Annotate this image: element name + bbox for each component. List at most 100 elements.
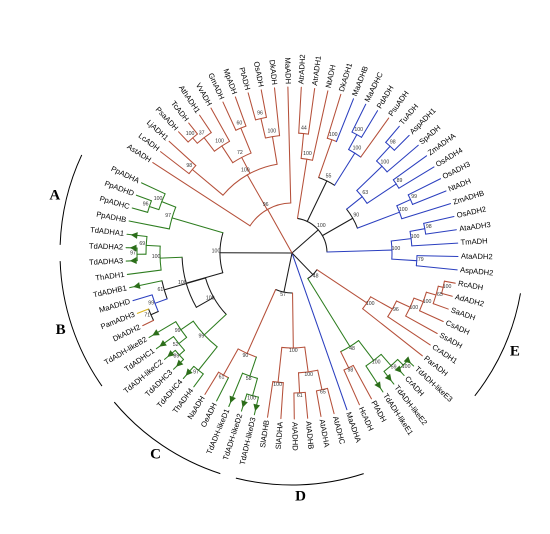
- internal-branch: [395, 300, 411, 308]
- bootstrap-value: 100: [304, 372, 313, 378]
- clade-arc: [474, 293, 521, 397]
- internal-branch: [203, 137, 215, 152]
- bootstrap-value: 79: [418, 257, 424, 263]
- clade-arc: [235, 473, 364, 486]
- leaf-branch: [392, 155, 428, 181]
- bootstrap-value: 100: [289, 348, 298, 354]
- bootstrap-value: 100: [443, 284, 452, 290]
- leaf-branch: [335, 98, 355, 143]
- bootstrap-value: 100: [186, 131, 195, 137]
- internal-branch: [340, 351, 350, 369]
- leaf-branch: [291, 252, 348, 411]
- leaf-branch: [131, 207, 149, 213]
- leaf-label: AtaADH2: [461, 252, 493, 262]
- bootstrap-value: 90: [243, 353, 249, 359]
- leaf-branch: [326, 93, 342, 139]
- node-arc: [298, 132, 309, 135]
- leaf-branch: [326, 387, 335, 415]
- leaf-branch: [443, 280, 456, 284]
- leaf-branch: [386, 144, 419, 173]
- leaf-branch: [441, 292, 453, 297]
- internal-branch: [178, 349, 186, 356]
- bootstrap-value: 100: [353, 146, 362, 152]
- internal-branch: [161, 201, 177, 208]
- internal-branch: [321, 217, 354, 237]
- leaf-branch: [193, 373, 204, 388]
- internal-branch: [304, 346, 309, 373]
- leaf-label: MaADH: [283, 57, 293, 84]
- leaf-label: AtADHA: [318, 419, 332, 449]
- leaf-branch: [352, 364, 372, 400]
- bootstrap-value: 100: [402, 364, 411, 370]
- bootstrap-value: 98: [348, 367, 354, 373]
- leaf-label: TdADHB1: [92, 283, 127, 299]
- triangle-marker-icon: [159, 339, 167, 347]
- bootstrap-value: 100: [303, 151, 312, 157]
- leaf-labels: PpADHAPpADHDPpADHCPpADHBTdADHA1TdADHA2Td…: [89, 54, 494, 466]
- leaf-label: TdADHA2: [89, 241, 123, 251]
- internal-branch: [306, 180, 328, 223]
- internal-branch: [148, 205, 160, 211]
- internal-branch: [277, 346, 283, 383]
- internal-branch: [252, 377, 258, 397]
- bootstrap-value: 100: [247, 396, 256, 402]
- bootstrap-value: 100: [154, 196, 163, 202]
- leaf-branch: [362, 308, 423, 357]
- internal-branch: [425, 291, 437, 296]
- leaf-branch: [280, 382, 284, 420]
- leaf-label: DkADH: [268, 59, 280, 85]
- leaf-branch: [128, 220, 170, 230]
- internal-branch: [221, 145, 234, 164]
- internal-branch: [348, 134, 358, 151]
- triangle-marker-icon: [241, 400, 248, 408]
- leaf-branch: [315, 390, 322, 417]
- leaf-branch: [126, 269, 162, 275]
- bootstrap-value: 99: [198, 334, 204, 340]
- leaf-branch: [234, 96, 247, 127]
- leaf-branch: [141, 182, 166, 195]
- leaf-branch: [168, 140, 197, 167]
- leaf-branch: [152, 162, 251, 227]
- leaf-branch: [204, 371, 220, 395]
- leaf-label: SlADHA: [274, 420, 285, 449]
- bootstrap-value: 100: [273, 382, 282, 388]
- leaf-label: ThADH1: [95, 270, 125, 283]
- internal-branch: [192, 137, 198, 144]
- bootstrap-value: 100: [152, 254, 161, 260]
- leaf-branch: [188, 122, 198, 135]
- leaf-branch: [416, 255, 459, 258]
- leaf-label: AtrADH2: [296, 54, 307, 84]
- internal-branch: [334, 152, 356, 186]
- bootstrap-value: 96: [143, 201, 149, 207]
- bootstrap-value: 89: [173, 354, 179, 360]
- bootstrap-value: 63: [362, 190, 368, 196]
- bootstrap-value: 99: [148, 301, 154, 307]
- triangle-marker-icon: [130, 232, 138, 239]
- bootstrap-value: 100: [381, 159, 390, 165]
- internal-branch: [413, 297, 424, 303]
- triangle-marker-icon: [253, 403, 261, 412]
- clade-arc: [59, 261, 103, 387]
- bootstrap-value: 97: [193, 369, 199, 375]
- triangle-marker-icon: [384, 373, 392, 382]
- node-arc: [205, 277, 227, 315]
- internal-branch: [246, 174, 268, 211]
- leaf-label: RcADH: [457, 279, 484, 292]
- internal-branch: [316, 269, 368, 304]
- bootstrap-value: 100: [392, 246, 401, 252]
- bootstrap-value: 98: [390, 139, 396, 145]
- triangle-marker-icon: [394, 365, 402, 373]
- leaf-label: ZmADHB: [452, 188, 485, 206]
- internal-branch: [241, 156, 251, 174]
- clade-arc: [59, 154, 83, 245]
- bootstrap-value: 100: [267, 129, 276, 135]
- triangle-marker-icon: [167, 350, 175, 358]
- bootstrap-value: 100: [423, 299, 432, 305]
- leaf-label: AtrADH1: [310, 55, 323, 86]
- node-arc: [235, 125, 247, 131]
- clade-arc: [113, 401, 221, 475]
- internal-branch: [163, 277, 207, 291]
- node-arc: [296, 217, 328, 253]
- leaf-branch: [311, 90, 329, 161]
- leaf-branch: [387, 316, 431, 346]
